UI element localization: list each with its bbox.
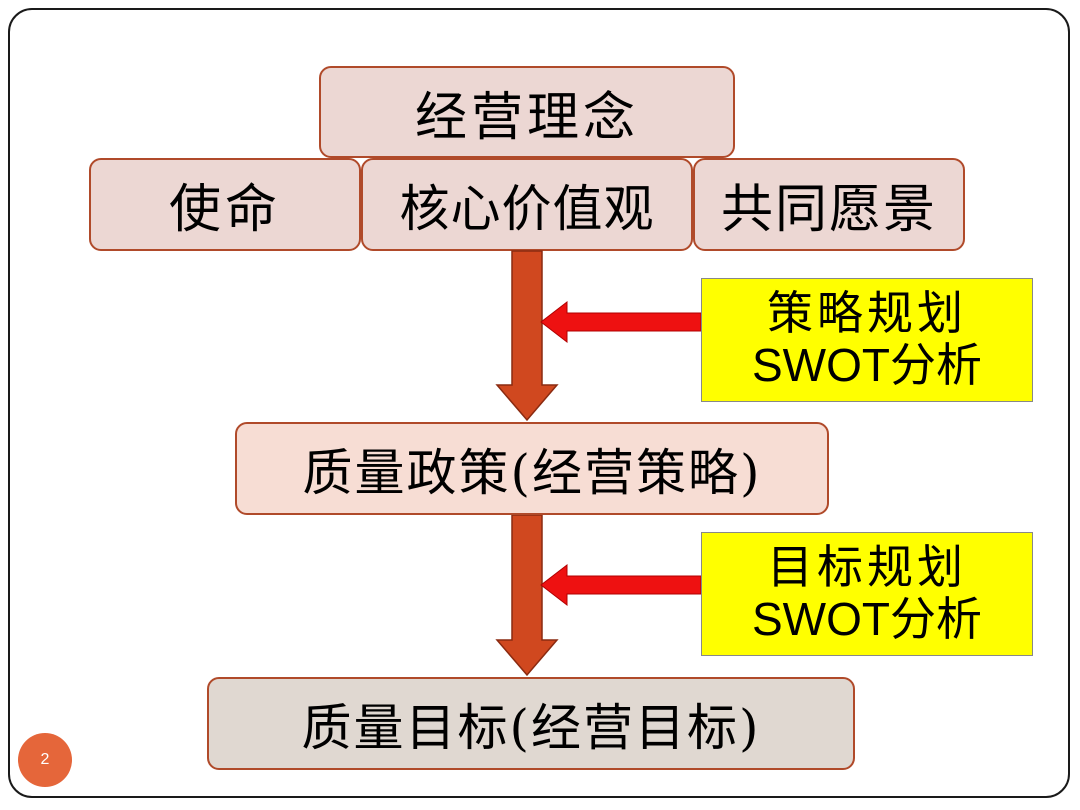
quality-policy-label: 质量政策(经营策略) — [302, 443, 762, 502]
page-number-badge: 2 — [18, 733, 72, 787]
page-number: 2 — [40, 751, 50, 768]
down-arrow-to-policy — [495, 250, 559, 422]
core-values-label: 核心价值观 — [399, 179, 655, 238]
core-values-box: 核心价值观 — [361, 158, 693, 251]
down-arrow-to-goal — [495, 514, 559, 677]
goal-input-arrow — [540, 563, 702, 607]
goal-planning-note: 目标规划 SWOT分析 — [701, 532, 1033, 656]
mission-box: 使命 — [89, 158, 361, 251]
strategy-swot-label: SWOT分析 — [752, 339, 982, 391]
goal-planning-title: 目标规划 — [767, 540, 967, 595]
shared-vision-box: 共同愿景 — [693, 158, 965, 251]
strategy-planning-title: 策略规划 — [767, 286, 967, 341]
strategy-input-arrow — [540, 300, 702, 344]
quality-goal-label: 质量目标(经营目标) — [301, 698, 761, 757]
quality-policy-box: 质量政策(经营策略) — [235, 422, 829, 515]
goal-swot-label: SWOT分析 — [752, 593, 982, 645]
shared-vision-label: 共同愿景 — [720, 180, 937, 240]
strategy-planning-note: 策略规划 SWOT分析 — [701, 278, 1033, 402]
management-philosophy-box: 经营理念 — [319, 66, 735, 158]
management-philosophy-label: 经营理念 — [414, 87, 639, 148]
mission-label: 使命 — [168, 180, 281, 240]
quality-goal-box: 质量目标(经营目标) — [207, 677, 855, 770]
